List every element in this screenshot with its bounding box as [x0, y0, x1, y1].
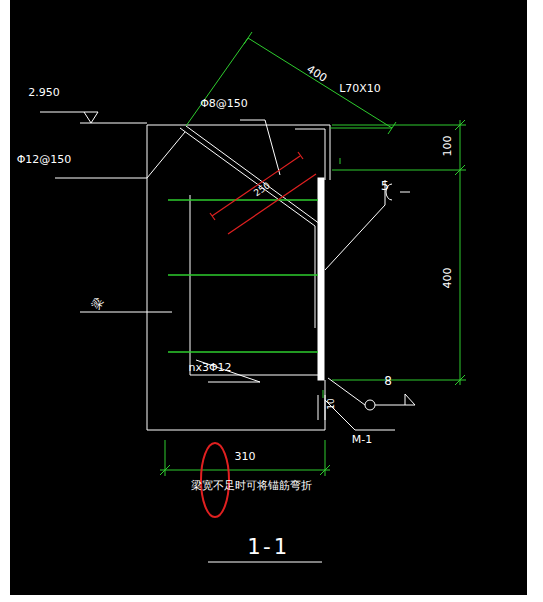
rebar-label: Φ8@150 [200, 98, 248, 110]
dimension-text: 400 [442, 268, 454, 289]
part-label: M-1 [352, 434, 372, 446]
callout-number: 8 [384, 375, 392, 388]
dimension-text: 100 [442, 136, 454, 157]
dimension-text: 10 [327, 398, 337, 409]
rebar-label: Φ12@150 [17, 154, 72, 166]
rebar-label: nx3Φ12 [188, 362, 231, 374]
elevation-text: 2.950 [28, 87, 60, 99]
dimension-text: 310 [235, 451, 256, 463]
section-title: 1-1 [247, 535, 287, 559]
note-text: 梁宽不足时可将锚筋弯折 [191, 480, 312, 492]
angle-label: L70X10 [339, 83, 381, 95]
weld-size: 5 [381, 179, 389, 193]
